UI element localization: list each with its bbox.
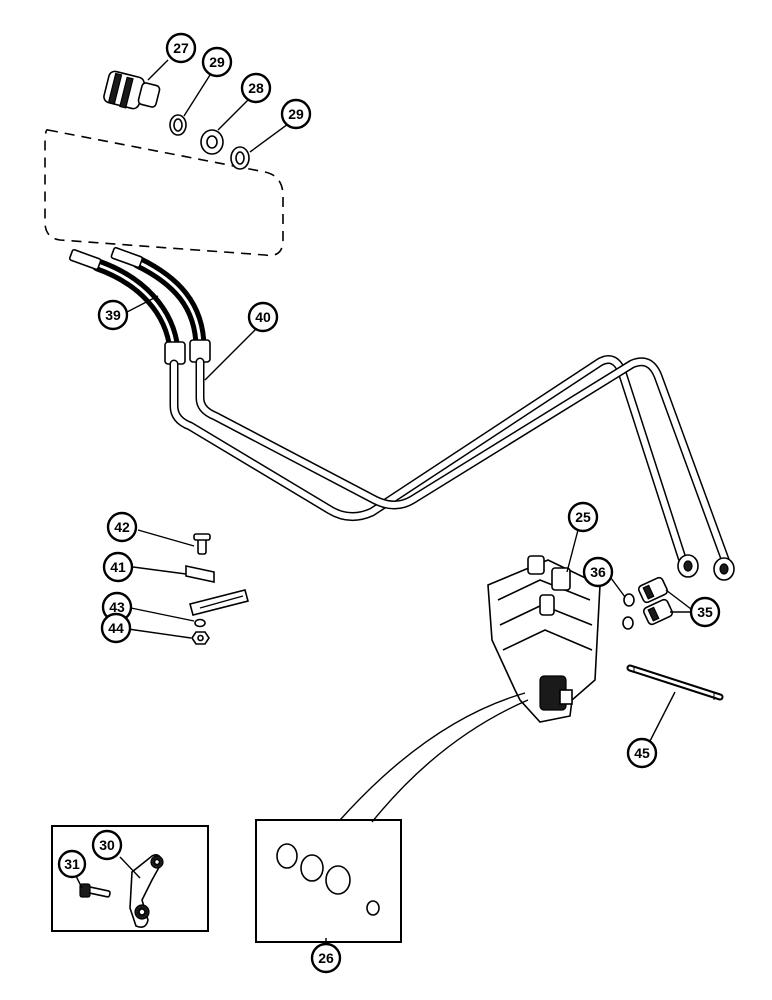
callout-40: 40 xyxy=(247,301,279,333)
seal-part xyxy=(200,129,224,155)
seal-ring-part xyxy=(230,146,250,170)
svg-text:43: 43 xyxy=(109,599,125,615)
linkage-part xyxy=(129,854,164,928)
svg-text:30: 30 xyxy=(99,837,115,853)
callout-45: 45 xyxy=(626,737,658,769)
callout-29: 29 xyxy=(201,46,233,78)
svg-text:45: 45 xyxy=(634,745,650,761)
svg-text:41: 41 xyxy=(110,559,126,575)
svg-text:25: 25 xyxy=(575,509,591,525)
svg-text:26: 26 xyxy=(318,950,334,966)
hydraulic-tubes xyxy=(169,355,735,581)
callout-31: 31 xyxy=(57,849,87,879)
svg-text:36: 36 xyxy=(590,564,606,580)
svg-text:39: 39 xyxy=(105,307,121,323)
callout-30: 30 xyxy=(91,829,123,861)
coupler-kit-outline xyxy=(44,128,284,257)
control-valve-part xyxy=(487,555,601,723)
svg-text:35: 35 xyxy=(697,604,713,620)
svg-text:31: 31 xyxy=(64,856,80,872)
callout-28: 28 xyxy=(240,72,272,104)
callout-36: 36 xyxy=(582,556,614,588)
fittings-part xyxy=(637,576,674,626)
svg-text:44: 44 xyxy=(108,620,124,636)
clip-hardware xyxy=(185,533,249,645)
callout-35: 35 xyxy=(689,596,721,628)
callout-42: 42 xyxy=(106,511,138,543)
screw-part xyxy=(79,883,111,898)
callout-44: 44 xyxy=(100,612,132,644)
valve-seals xyxy=(622,593,635,630)
seal-ring-part xyxy=(169,114,187,136)
svg-text:29: 29 xyxy=(288,106,304,122)
svg-text:42: 42 xyxy=(114,519,130,535)
callout-43: 43 xyxy=(101,591,133,623)
svg-text:27: 27 xyxy=(173,40,189,56)
stud-part xyxy=(626,664,724,701)
hydraulic-hoses xyxy=(68,246,211,365)
svg-text:29: 29 xyxy=(209,54,225,70)
callout-26: 26 xyxy=(310,942,342,974)
quick-coupler-part xyxy=(103,70,161,110)
seal-kit-rings xyxy=(276,843,380,916)
callout-29: 29 xyxy=(280,98,312,130)
svg-text:40: 40 xyxy=(255,309,271,325)
linkage-detail-box xyxy=(51,825,209,932)
callout-39: 39 xyxy=(97,299,129,331)
svg-text:28: 28 xyxy=(248,80,264,96)
callout-41: 41 xyxy=(102,551,134,583)
callout-27: 27 xyxy=(165,32,197,64)
callout-25: 25 xyxy=(567,501,599,533)
